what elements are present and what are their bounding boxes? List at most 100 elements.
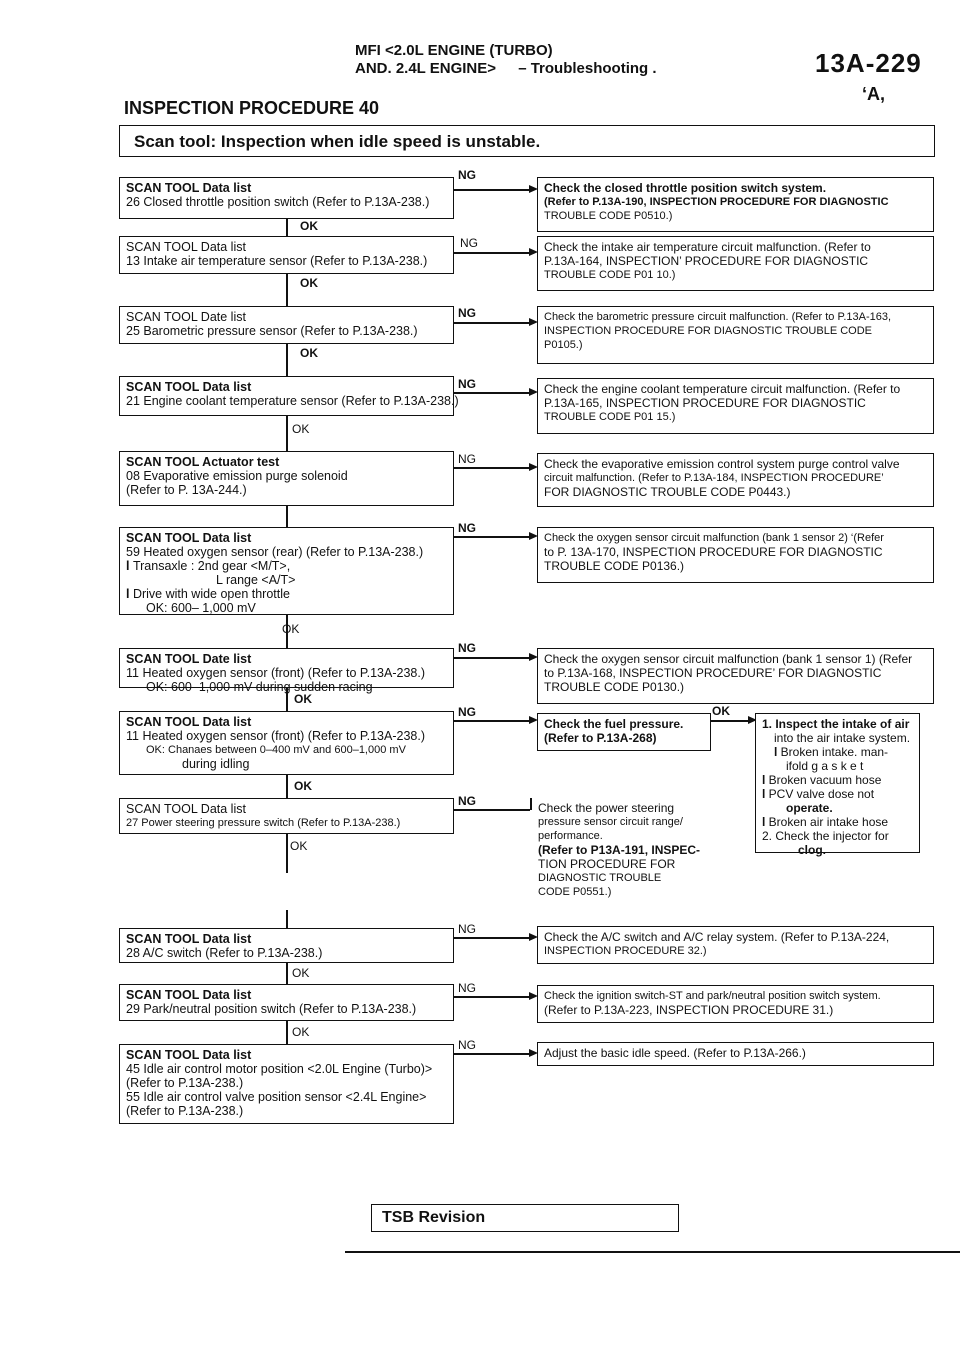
step-text: 11 Heated oxygen sensor (front) (Refer t… (126, 729, 426, 743)
ok-label: OK (300, 276, 318, 290)
result-text: TROUBLE CODE P0136.) (544, 559, 685, 573)
result-text: Check the oxygen sensor circuit malfunct… (544, 652, 913, 666)
connector (286, 774, 288, 798)
result-text: (Refer to P13A-191, INSPEC- (538, 843, 701, 857)
result-text: TROUBLE CODE P01 10.) (544, 269, 676, 281)
result-box-9: Check the power steering pressure sensor… (530, 798, 711, 898)
page-number: 13A-229 (815, 48, 922, 78)
step-title: SCAN TOOL Data list (126, 932, 252, 946)
procedure-banner: Scan tool: Inspection when idle speed is… (119, 125, 935, 157)
result-text: (Refer to P.13A-190, INSPECTION PROCEDUR… (544, 196, 889, 208)
result-text: TROUBLE CODE P01 15.) (544, 411, 676, 423)
ok-label: OK (292, 422, 310, 436)
inspect-text: into the air intake system. (774, 731, 911, 745)
connector (286, 505, 288, 527)
result-text: circuit malfunction. (Refer to P.13A-184… (544, 472, 884, 484)
ng-arrow-line (454, 720, 530, 722)
result-text: Check the power steering (538, 801, 675, 815)
result-text: Check the intake air temperature circuit… (544, 240, 871, 254)
ng-arrowhead (529, 532, 538, 540)
step-text: 11 Heated oxygen sensor (front) (Refer t… (126, 666, 426, 680)
header-prefix-1: MFI <2.0L (355, 42, 424, 59)
result-box-10: Check the A/C switch and A/C relay syste… (537, 926, 934, 964)
ng-arrow-line (454, 392, 530, 394)
result-text: Adjust the basic idle speed. (Refer to P… (544, 1046, 806, 1060)
step-title: SCAN TOOL Data list (126, 802, 246, 816)
result-text: TROUBLE CODE P0130.) (544, 680, 685, 694)
ng-label: NG (460, 236, 478, 250)
ng-arrow-line (454, 467, 530, 469)
step-title: SCAN TOOL Actuator test (126, 455, 280, 469)
ng-arrow-line (454, 1053, 530, 1055)
ng-label: NG (458, 922, 476, 936)
header-line-2: AND. 2.4L ENGINE> – Troubleshooting . (355, 60, 657, 77)
step-text: OK: 600–1,000 mV during sudden racing (146, 680, 373, 694)
result-text: Check the ignition switch-ST and park/ne… (544, 990, 881, 1002)
tsb-revision: TSB Revision (371, 1204, 679, 1232)
result-box-11: Check the ignition switch-ST and park/ne… (537, 985, 934, 1023)
step-title: SCAN TOOL Data list (126, 240, 246, 254)
result-text: DIAGNOSTIC TROUBLE (538, 872, 662, 884)
ng-label: NG (458, 306, 476, 320)
step-title: SCAN TOOL Data list (126, 531, 252, 545)
ng-arrow-line (454, 996, 530, 998)
procedure-title: INSPECTION PROCEDURE 40 (124, 98, 380, 118)
step-text: 27 Power steering pressure switch (Refer… (126, 817, 401, 829)
ng-label: NG (458, 377, 476, 391)
step-text: 13 Intake air temperature sensor (Refer … (126, 254, 428, 268)
ng-arrowhead (529, 463, 538, 471)
step-box-7: SCAN TOOL Date list 11 Heated oxygen sen… (119, 648, 454, 694)
ng-label: NG (458, 1038, 476, 1052)
step-box-3: SCAN TOOL Date list 25 Barometric pressu… (119, 306, 454, 344)
connector (286, 416, 288, 451)
ng-arrowhead (529, 992, 538, 1000)
result-box-3: Check the barometric pressure circuit ma… (537, 306, 934, 364)
inspect-text: 2. Check the injector for (762, 829, 889, 843)
step-box-8: SCAN TOOL Data list 11 Heated oxygen sen… (119, 711, 454, 775)
result-text: to P.13A-168, INSPECTION PROCEDURE’ FOR … (544, 666, 882, 680)
step-text: 55 Idle air control valve position senso… (126, 1090, 427, 1104)
ok-arrow-line (711, 720, 749, 722)
ok-label: OK (300, 346, 318, 360)
ng-label: NG (458, 521, 476, 535)
ng-label: NG (458, 981, 476, 995)
connector (286, 614, 288, 648)
ng-arrow-line (454, 189, 530, 191)
connector (286, 218, 288, 236)
ng-arrow-line (454, 937, 530, 939)
result-text: P.13A-165, INSPECTION PROCEDURE FOR DIAG… (544, 396, 866, 410)
inspect-text: PCV valve dose not (762, 787, 913, 801)
step-text: 45 Idle air control motor position <2.0L… (126, 1062, 433, 1076)
step-text: 25 Barometric pressure sensor (Refer to … (126, 324, 418, 338)
ng-arrowhead (529, 388, 538, 396)
step-text: L range <A/T> (216, 573, 296, 587)
step-text: 21 Engine coolant temperature sensor (Re… (126, 394, 459, 408)
result-text: Check the A/C switch and A/C relay syste… (544, 930, 890, 944)
connector (286, 273, 288, 306)
connector (286, 910, 288, 928)
ng-arrowhead (529, 1049, 538, 1057)
ng-arrow-line (454, 809, 530, 811)
result-text: (Refer to P.13A-268) (544, 731, 657, 745)
footer-rule (345, 1251, 960, 1253)
step-box-11: SCAN TOOL Data list 29 Park/neutral posi… (119, 984, 454, 1021)
step-text: Transaxle : 2nd gear <M/T>, (126, 559, 447, 573)
step-title: SCAN TOOL Date list (126, 310, 246, 324)
connector (286, 962, 288, 984)
ok-arrowhead (748, 716, 757, 724)
step-text: (Refer to P.13A-238.) (126, 1104, 244, 1118)
step-text: 08 Evaporative emission purge solenoid (126, 469, 348, 483)
ok-label: OK (290, 839, 308, 853)
ng-arrowhead (529, 248, 538, 256)
inspect-text: ifold g a s k e t (786, 759, 864, 773)
step-title: SCAN TOOL Data list (126, 181, 252, 195)
connector (286, 343, 288, 376)
ng-arrowhead (529, 653, 538, 661)
result-text: Check the engine coolant temperature cir… (544, 382, 901, 396)
inspect-text: Broken intake. man- (762, 745, 913, 759)
inspect-text: operate. (786, 801, 833, 815)
ng-arrow-line (454, 252, 530, 254)
connector (286, 1020, 288, 1044)
connector (530, 798, 532, 810)
ok-label: OK (294, 779, 312, 793)
